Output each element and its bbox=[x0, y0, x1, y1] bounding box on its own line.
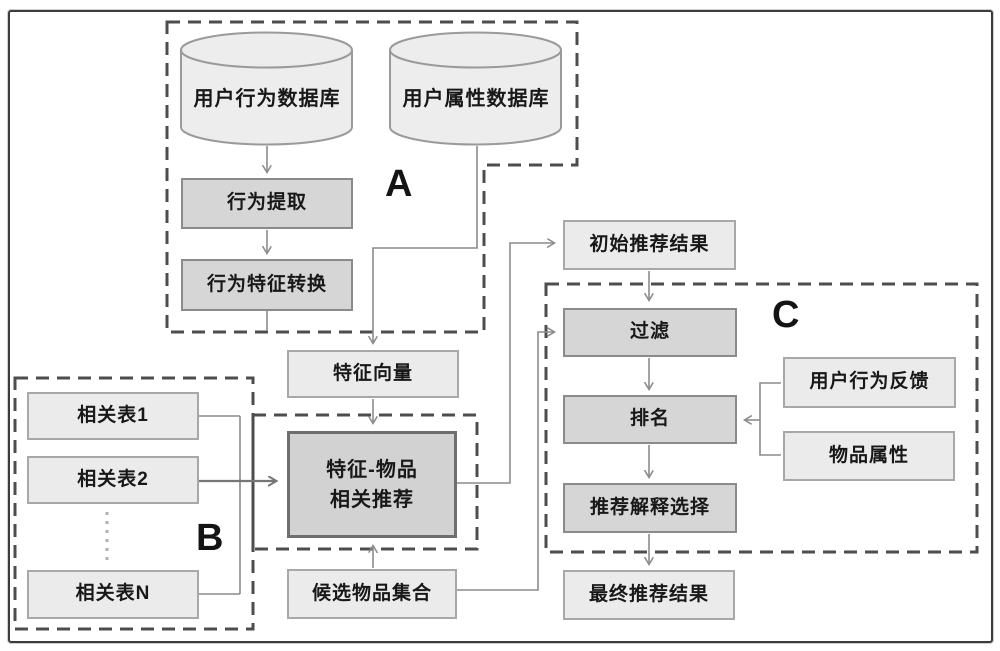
candidate-item-set-node: 候选物品集合 bbox=[287, 569, 457, 619]
user-attr-db-cylinder-body bbox=[389, 50, 562, 146]
user-behavior-db-cylinder-top bbox=[180, 31, 353, 69]
feature-item-rec-line1: 特征-物品 bbox=[326, 458, 418, 481]
filter-node: 过滤 bbox=[563, 308, 737, 357]
feature-item-rec-node: 特征-物品 相关推荐 bbox=[287, 431, 457, 538]
group-c-outline bbox=[544, 282, 979, 554]
feature-item-rec-line2: 相关推荐 bbox=[330, 488, 414, 511]
behavior-extract-node: 行为提取 bbox=[181, 178, 353, 229]
user-attr-db-label: 用户属性数据库 bbox=[402, 87, 550, 110]
user-behavior-feedback-node: 用户行为反馈 bbox=[783, 357, 956, 408]
user-behavior-db-label: 用户行为数据库 bbox=[193, 87, 341, 110]
ranking-node: 排名 bbox=[563, 395, 737, 444]
figure-border bbox=[8, 10, 993, 643]
edge-candidates-to-filter bbox=[457, 332, 554, 591]
group-mid-outline bbox=[251, 413, 479, 551]
user-attr-db-cylinder-top bbox=[389, 31, 562, 69]
group-c-label: C bbox=[772, 294, 800, 336]
edge-rec-to-initial bbox=[455, 243, 554, 484]
group-b-label: B bbox=[196, 517, 224, 559]
group-b-outline bbox=[13, 376, 255, 631]
related-table-2-node: 相关表2 bbox=[27, 456, 199, 504]
related-table-n-node: 相关表N bbox=[27, 570, 199, 619]
edge-attrdb-to-featurevector bbox=[373, 146, 478, 343]
user-behavior-db-cylinder-body bbox=[180, 50, 353, 146]
group-a-label: A bbox=[385, 163, 413, 205]
feature-vector-node: 特征向量 bbox=[287, 350, 459, 398]
rec-explanation-select-node: 推荐解释选择 bbox=[563, 483, 737, 533]
behavior-feature-transform-node: 行为特征转换 bbox=[181, 259, 353, 311]
final-rec-result-node: 最终推荐结果 bbox=[563, 570, 735, 620]
related-table-1-node: 相关表1 bbox=[27, 392, 199, 440]
group-a-outline bbox=[165, 20, 579, 334]
edge-feedback-attr-bracket bbox=[759, 382, 781, 456]
item-attributes-node: 物品属性 bbox=[783, 431, 955, 481]
initial-rec-result-node: 初始推荐结果 bbox=[563, 220, 736, 270]
